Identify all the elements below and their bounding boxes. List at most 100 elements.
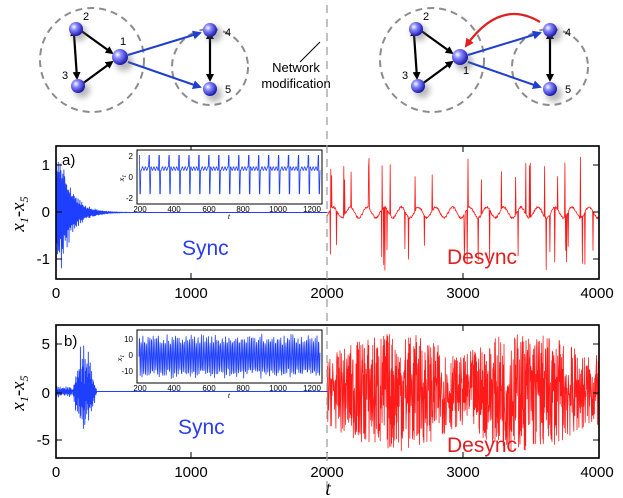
panel-b-sync-label: Sync xyxy=(178,416,225,439)
network-left: 2 3 1 4 5 xyxy=(39,7,249,113)
network-right: 2 3 1 4 5 xyxy=(379,7,589,113)
svg-text:4: 4 xyxy=(565,27,571,39)
svg-text:1: 1 xyxy=(120,36,126,48)
cluster-circle-left-modified xyxy=(379,7,485,113)
panel-b-inset: 10 0 -10 200 400 600 800 1000 1200 t x1 xyxy=(115,329,323,400)
edge-1-5-mod xyxy=(467,61,542,89)
inset-a-ytick: 2 xyxy=(129,152,134,161)
desync-trace xyxy=(327,156,599,271)
cluster-circle-right xyxy=(171,28,249,106)
cluster-circle-right-modified xyxy=(511,28,589,106)
svg-text:x1-x5: x1-x5 xyxy=(8,196,31,232)
svg-text:1200: 1200 xyxy=(303,384,321,393)
edge-1-5 xyxy=(127,61,202,89)
node-4: 4 xyxy=(203,23,231,42)
node-2: 2 xyxy=(69,11,89,41)
svg-text:400: 400 xyxy=(167,384,181,393)
panel-a-ytick: 0 xyxy=(42,204,50,221)
panel-a-ytick: -1 xyxy=(37,251,50,268)
panel-a-traces xyxy=(55,156,599,271)
node-5: 5 xyxy=(203,82,231,102)
svg-text:800: 800 xyxy=(236,205,250,214)
edge-2-3-mod xyxy=(410,28,421,80)
edge-4-1-red xyxy=(464,12,541,48)
inset-b-ytick: -10 xyxy=(121,367,133,376)
inset-b-ytick: 0 xyxy=(129,351,134,360)
panel-b-label: b) xyxy=(64,333,77,350)
panel-a-label: a) xyxy=(62,152,75,169)
svg-text:3: 3 xyxy=(62,70,68,82)
panel-b-ylabel: x1-x5 xyxy=(8,375,31,411)
svg-text:1000: 1000 xyxy=(269,384,287,393)
svg-text:1200: 1200 xyxy=(303,205,321,214)
node-2-mod: 2 xyxy=(409,11,429,41)
panel-b-ytick: -5 xyxy=(37,432,50,449)
node-1-mod: 1 xyxy=(452,49,473,77)
panel-a-xtick: 1000 xyxy=(174,285,207,302)
svg-text:600: 600 xyxy=(202,205,216,214)
edge-3-1 xyxy=(81,60,114,85)
panel-b-traces xyxy=(55,334,600,452)
panel-a-desync-label: Desync xyxy=(447,246,517,269)
panel-a-xtick: 3000 xyxy=(446,285,479,302)
edge-1-4 xyxy=(127,30,202,56)
panel-b-xtick: 1000 xyxy=(174,464,207,481)
svg-text:800: 800 xyxy=(236,384,250,393)
inset-trace xyxy=(139,155,321,195)
svg-text:t: t xyxy=(228,391,231,400)
node-3: 3 xyxy=(62,70,90,98)
panel-a-sync-label: Sync xyxy=(182,237,229,260)
panel-b-xtick: 0 xyxy=(52,464,60,481)
node-5-mod: 5 xyxy=(543,82,571,102)
svg-text:x1: x1 xyxy=(117,175,128,183)
annotation-line2: modification xyxy=(261,76,330,91)
panel-b-ytick: 0 xyxy=(42,385,50,402)
sync-trace xyxy=(55,157,328,269)
svg-text:200: 200 xyxy=(133,384,147,393)
edge-1-4-mod xyxy=(467,30,542,56)
inset-trace xyxy=(138,333,321,379)
inset-a-ytick: 0 xyxy=(129,173,134,182)
node-1: 1 xyxy=(112,36,133,71)
svg-text:3: 3 xyxy=(402,70,408,82)
svg-text:4: 4 xyxy=(225,27,231,39)
svg-text:t: t xyxy=(228,212,231,221)
svg-text:1: 1 xyxy=(463,65,469,77)
panel-b: b) Sync Desync 5 0 -5 0 1000 2000 3000 4… xyxy=(8,324,614,481)
panel-b-yaxis: 5 0 -5 xyxy=(37,336,599,449)
svg-text:600: 600 xyxy=(202,384,216,393)
svg-text:x1: x1 xyxy=(115,355,126,363)
inset-b-ytick: 10 xyxy=(124,335,133,344)
svg-text:200: 200 xyxy=(133,205,147,214)
panel-a-inset: 2 0 -2 200 400 600 800 1000 1200 t x1 xyxy=(117,149,323,221)
node-4-mod: 4 xyxy=(543,23,571,42)
svg-text:2: 2 xyxy=(423,11,429,23)
panel-b-ytick: 5 xyxy=(42,336,50,353)
panel-a-ytick: 1 xyxy=(42,157,50,174)
svg-text:5: 5 xyxy=(225,84,231,96)
panel-a: a) Sync Desync 1 0 -1 0 1000 2000 3000 4… xyxy=(8,145,614,302)
panel-a-yaxis: 1 0 -1 xyxy=(37,157,599,268)
svg-text:5: 5 xyxy=(565,84,571,96)
inset-a-ytick: -2 xyxy=(126,194,134,203)
panel-b-desync-label: Desync xyxy=(447,434,517,457)
svg-text:400: 400 xyxy=(167,205,181,214)
panel-a-ylabel: x1-x5 xyxy=(8,196,31,232)
panel-a-xaxis: 0 1000 2000 3000 4000 xyxy=(52,146,614,302)
svg-text:x1-x5: x1-x5 xyxy=(8,375,31,411)
panel-b-xtick: 4000 xyxy=(580,464,613,481)
svg-text:1000: 1000 xyxy=(269,205,287,214)
network-modification-annotation: Network modification xyxy=(261,41,331,91)
desync-trace xyxy=(327,334,600,452)
panel-a-xtick: 4000 xyxy=(580,285,613,302)
cluster-circle-left xyxy=(39,7,145,113)
node-3-mod: 3 xyxy=(402,70,430,98)
panel-a-xtick: 2000 xyxy=(310,285,343,302)
edge-3-1-mod xyxy=(421,60,454,85)
annotation-line1: Network xyxy=(272,60,320,75)
x-axis-label: t xyxy=(325,478,331,498)
panel-a-xtick: 0 xyxy=(52,285,60,302)
sync-trace xyxy=(55,345,328,429)
panel-b-xtick: 3000 xyxy=(446,464,479,481)
